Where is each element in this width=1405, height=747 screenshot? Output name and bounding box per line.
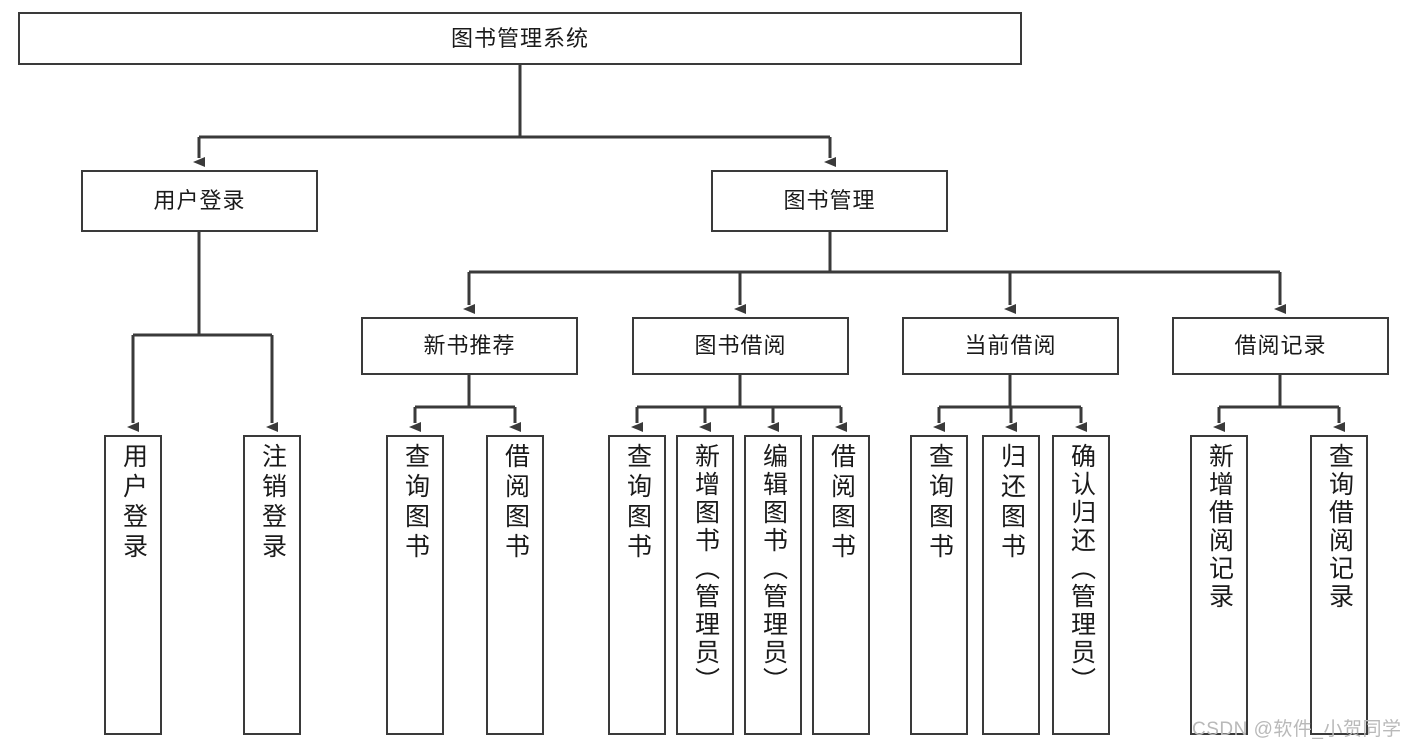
leaf-query-book-borrow-label: 查询图书: [623, 443, 652, 563]
leaf-return-book[interactable]: 归还图书: [982, 435, 1040, 735]
leaf-logout[interactable]: 注销登录: [243, 435, 301, 735]
node-new-book-recommend-label: 新书推荐: [423, 333, 516, 359]
leaf-borrow-book-label: 借阅图书: [827, 443, 856, 563]
csdn-watermark: CSDN @软件_小贺同学: [1192, 719, 1402, 740]
leaf-add-borrow-record-label: 新增借阅记录: [1205, 443, 1234, 611]
node-new-book-recommend[interactable]: 新书推荐: [361, 317, 578, 375]
node-borrow-record-label: 借阅记录: [1234, 333, 1327, 359]
node-root-label: 图书管理系统: [450, 25, 589, 51]
leaf-query-book-current-label: 查询图书: [925, 443, 954, 563]
leaf-query-borrow-record-label: 查询借阅记录: [1325, 443, 1354, 611]
node-current-borrow[interactable]: 当前借阅: [902, 317, 1119, 375]
node-user-login[interactable]: 用户登录: [81, 170, 318, 232]
node-book-management[interactable]: 图书管理: [711, 170, 948, 232]
node-borrow-record[interactable]: 借阅记录: [1172, 317, 1389, 375]
leaf-borrow-book-newbook[interactable]: 借阅图书: [486, 435, 544, 735]
leaf-add-book-admin[interactable]: 新增图书（管理员）: [676, 435, 734, 735]
leaf-query-book-borrow[interactable]: 查询图书: [608, 435, 666, 735]
node-book-management-label: 图书管理: [783, 188, 876, 214]
node-book-borrow-label: 图书借阅: [694, 333, 787, 359]
node-root[interactable]: 图书管理系统: [18, 12, 1022, 65]
node-current-borrow-label: 当前借阅: [964, 333, 1057, 359]
leaf-user-login[interactable]: 用户登录: [104, 435, 162, 735]
leaf-user-login-label: 用户登录: [119, 443, 148, 563]
leaf-query-book-newbook[interactable]: 查询图书: [386, 435, 444, 735]
node-user-login-label: 用户登录: [153, 188, 246, 214]
leaf-query-book-newbook-label: 查询图书: [401, 443, 430, 563]
leaf-edit-book-admin-label: 编辑图书（管理员）: [759, 443, 788, 695]
leaf-return-book-label: 归还图书: [997, 443, 1026, 563]
leaf-confirm-return-admin-label: 确认归还（管理员）: [1067, 443, 1096, 695]
leaf-edit-book-admin[interactable]: 编辑图书（管理员）: [744, 435, 802, 735]
leaf-add-book-admin-label: 新增图书（管理员）: [691, 443, 720, 695]
node-book-borrow[interactable]: 图书借阅: [632, 317, 849, 375]
leaf-query-borrow-record[interactable]: 查询借阅记录: [1310, 435, 1368, 735]
leaf-borrow-book[interactable]: 借阅图书: [812, 435, 870, 735]
leaf-borrow-book-newbook-label: 借阅图书: [501, 443, 530, 563]
leaf-query-book-current[interactable]: 查询图书: [910, 435, 968, 735]
leaf-add-borrow-record[interactable]: 新增借阅记录: [1190, 435, 1248, 735]
leaf-confirm-return-admin[interactable]: 确认归还（管理员）: [1052, 435, 1110, 735]
leaf-logout-label: 注销登录: [258, 443, 287, 563]
